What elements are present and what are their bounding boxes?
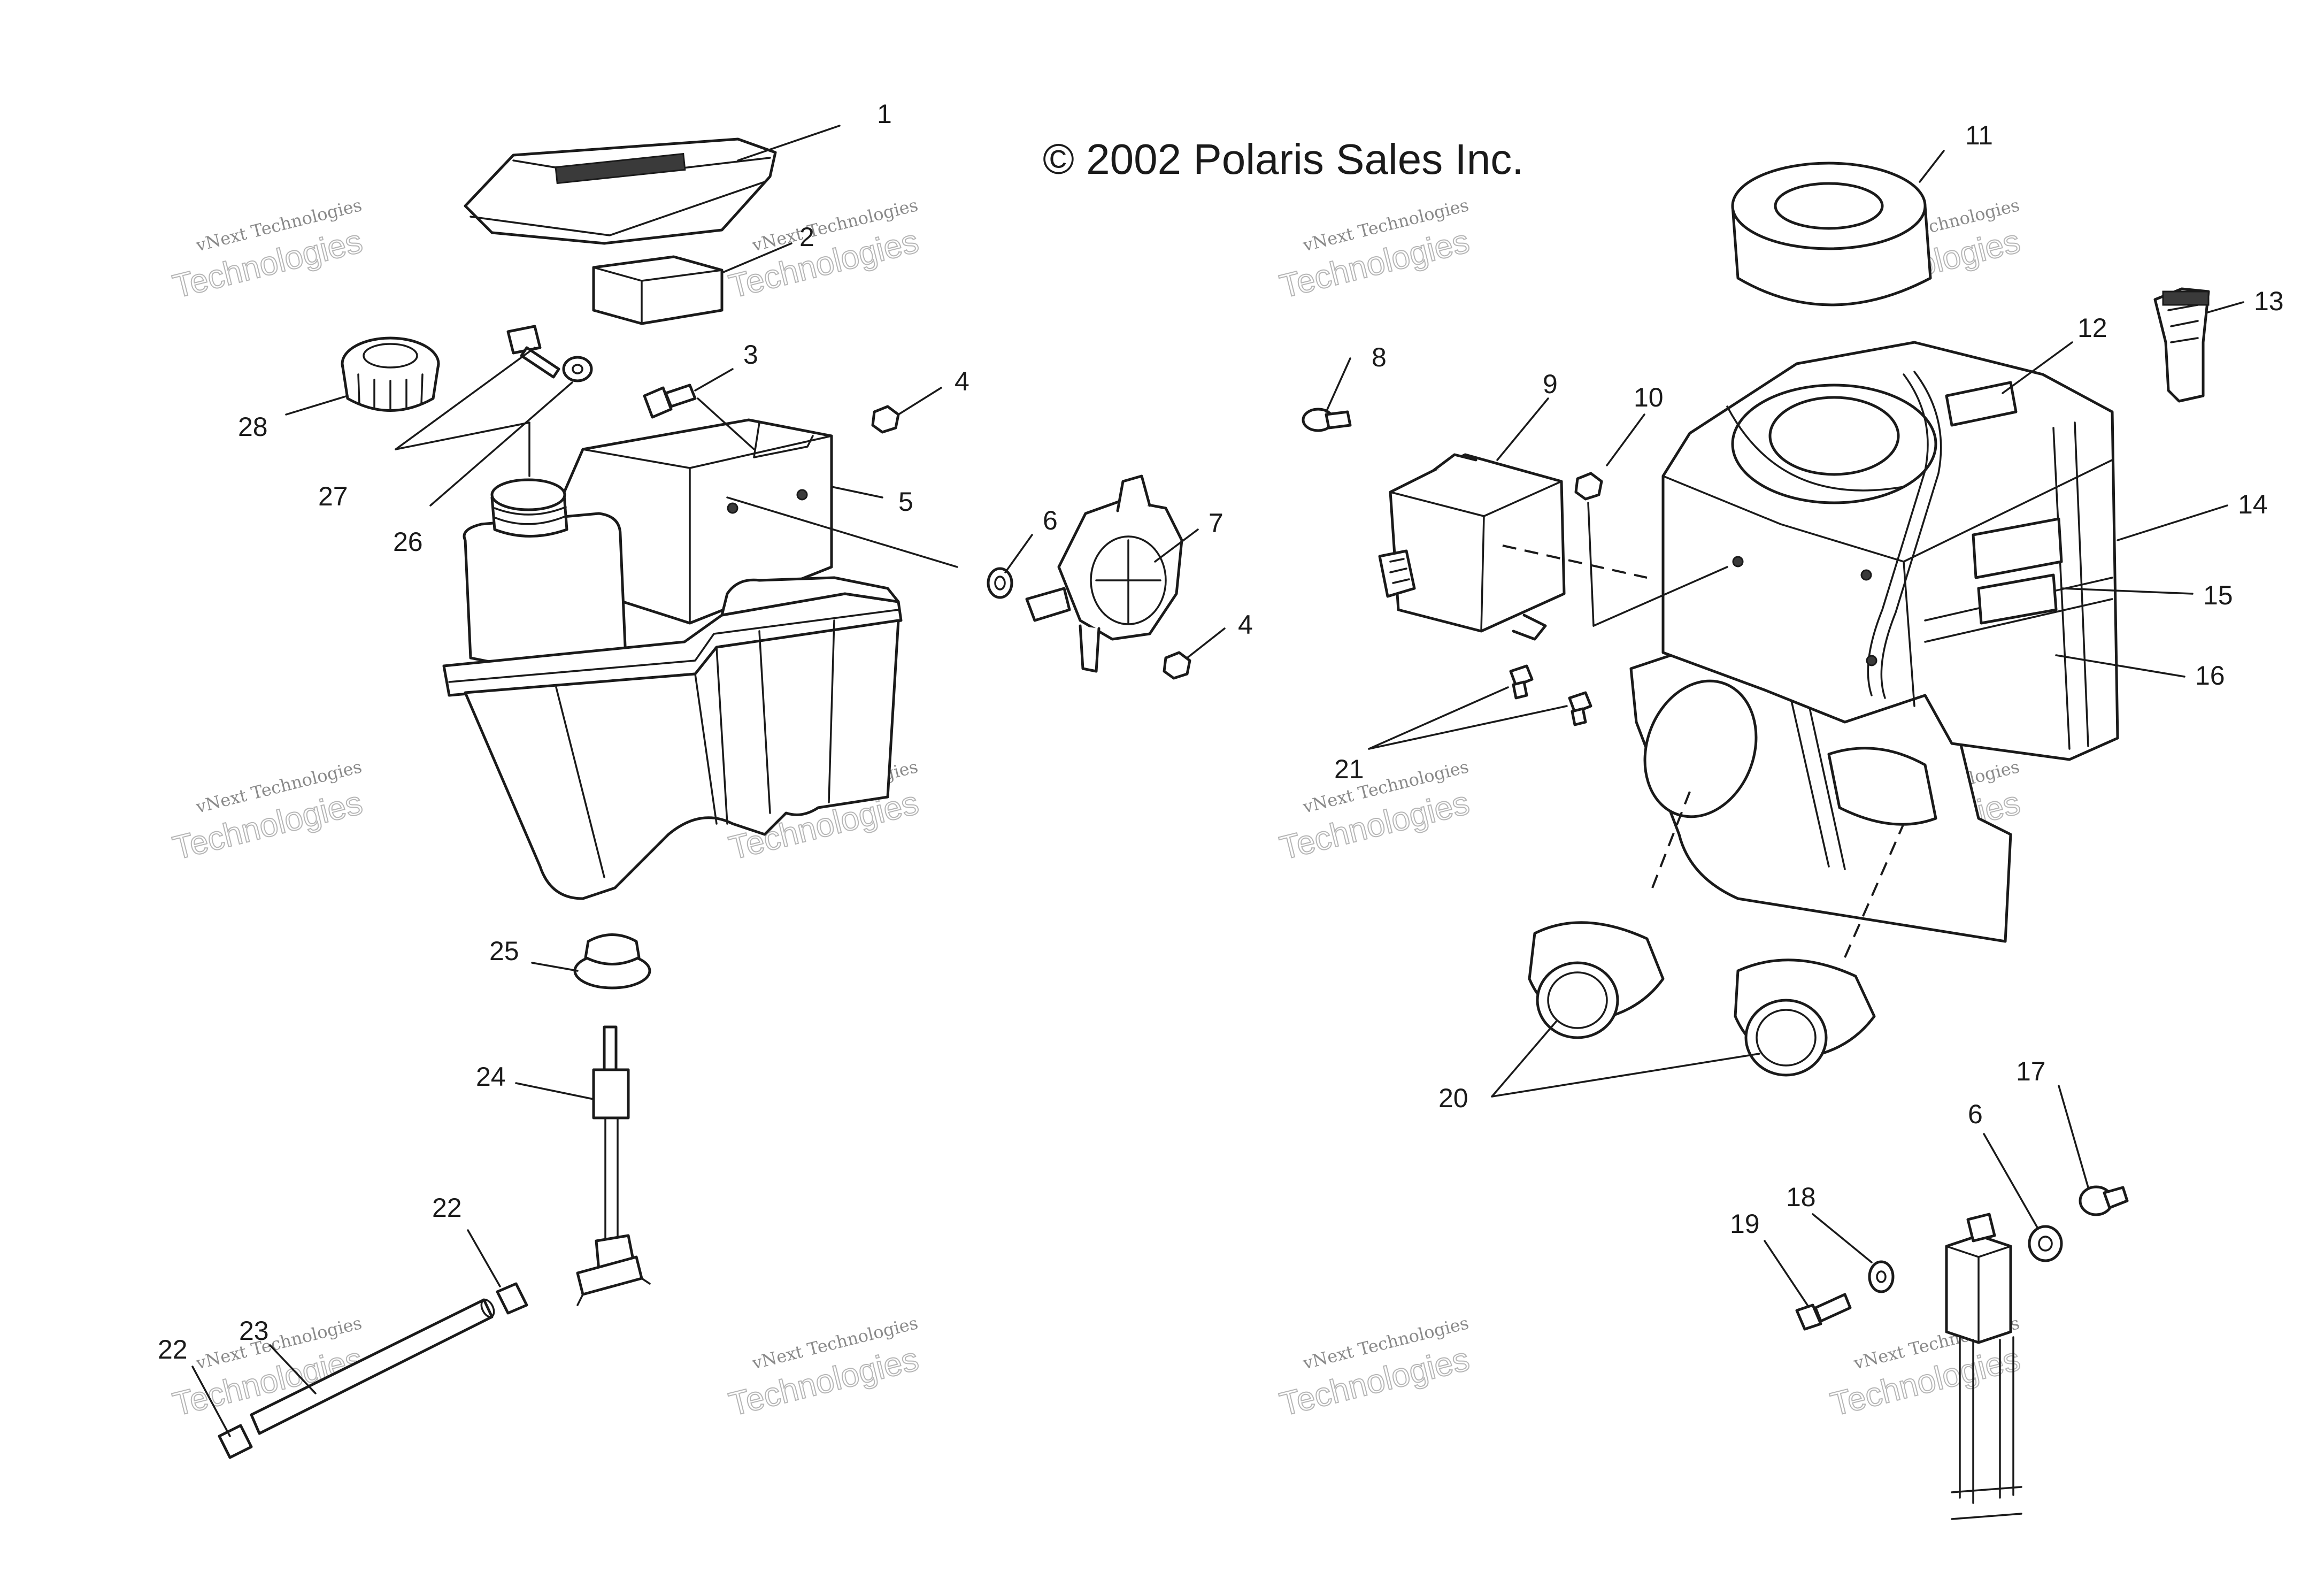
callout-16: 16 xyxy=(2195,661,2225,691)
callout-7: 7 xyxy=(1209,508,1223,538)
copyright-text: © 2002 Polaris Sales Inc. xyxy=(1043,135,1523,183)
part-21-fitting-right xyxy=(1568,691,1592,726)
callout-12: 12 xyxy=(2077,313,2107,343)
watermark-11: vNext Technologies Technologies xyxy=(1276,1313,1474,1424)
part-22-sleeve-left xyxy=(218,1424,253,1459)
callout-4-lower: 4 xyxy=(1238,610,1253,640)
watermark-1: vNext Technologies Technologies xyxy=(169,195,367,306)
callout-4-upper: 4 xyxy=(955,366,969,396)
part-2-foam-block xyxy=(592,255,724,325)
part-5-oil-tank-bracket xyxy=(555,418,833,625)
part-26-washer xyxy=(562,356,593,382)
callout-17: 17 xyxy=(2016,1056,2046,1086)
callout-22-left: 22 xyxy=(158,1335,188,1364)
callout-10: 10 xyxy=(1634,382,1664,412)
callout-21: 21 xyxy=(1334,754,1364,784)
oil-tank-body xyxy=(442,478,903,900)
ignition-coil xyxy=(1945,1213,2022,1520)
callout-22-right: 22 xyxy=(432,1193,462,1223)
part-9-cdi-module xyxy=(1378,453,1566,641)
part-17-bolt xyxy=(2079,1185,2129,1216)
callout-23: 23 xyxy=(239,1316,269,1346)
callout-labels: 1 2 3 4 5 6 7 4 28 27 26 25 24 22 23 22 … xyxy=(158,99,2284,1364)
part-20-intake-boot-left xyxy=(1528,921,1665,1039)
callout-9: 9 xyxy=(1543,369,1558,399)
watermark-10: vNext Technologies Technologies xyxy=(725,1313,923,1424)
part-27-bolt xyxy=(506,325,560,379)
callout-15: 15 xyxy=(2203,580,2233,610)
callout-28: 28 xyxy=(238,412,268,442)
part-24-level-sender xyxy=(576,1025,651,1306)
part-21-fitting-left xyxy=(1509,664,1534,700)
callout-11: 11 xyxy=(1965,120,1993,150)
watermark-5: vNext Technologies Technologies xyxy=(169,756,367,868)
part-4-nut-upper xyxy=(871,405,900,434)
callout-6-upper: 6 xyxy=(1043,505,1058,535)
alignment-dashes xyxy=(1502,545,1905,958)
part-18-washer xyxy=(1868,1260,1895,1293)
part-25-plug xyxy=(573,933,651,990)
part-23-hose xyxy=(250,1298,495,1435)
callout-24: 24 xyxy=(476,1062,506,1092)
callout-25: 25 xyxy=(489,936,519,966)
callout-13: 13 xyxy=(2254,286,2284,316)
part-3-bolt xyxy=(643,384,697,419)
watermark-2: vNext Technologies Technologies xyxy=(725,195,923,306)
callout-3: 3 xyxy=(743,340,758,370)
part-28-filler-cap xyxy=(341,336,440,412)
callout-26: 26 xyxy=(393,527,423,557)
part-19-bolt xyxy=(1795,1293,1852,1331)
part-6-grommet-lower xyxy=(2028,1225,2063,1262)
callout-1: 1 xyxy=(877,99,892,129)
callout-14: 14 xyxy=(2238,489,2268,519)
callout-5: 5 xyxy=(898,487,913,517)
callout-18: 18 xyxy=(1786,1182,1816,1212)
leader-lines xyxy=(191,125,2244,1437)
airbox-assembly xyxy=(1629,341,2119,943)
part-22-sleeve-right xyxy=(496,1282,528,1315)
part-13-clip xyxy=(2153,287,2210,403)
part-7-oil-pump xyxy=(1025,474,1183,673)
part-20-intake-boot-right xyxy=(1734,958,1876,1077)
part-10-nut xyxy=(1574,472,1603,501)
part-8-screw xyxy=(1302,408,1352,432)
part-4-nut-lower xyxy=(1163,651,1191,680)
part-1-tank-cover xyxy=(464,137,777,245)
part-11-foam-ring xyxy=(1731,162,1932,306)
callout-20: 20 xyxy=(1438,1083,1468,1113)
part-6-grommet-upper xyxy=(987,567,1013,599)
watermark-7: vNext Technologies Technologies xyxy=(1276,756,1474,868)
callout-27: 27 xyxy=(318,481,348,511)
callout-2: 2 xyxy=(799,222,814,252)
callout-8: 8 xyxy=(1372,342,1387,372)
watermark-3: vNext Technologies Technologies xyxy=(1276,195,1474,306)
callout-19: 19 xyxy=(1730,1209,1760,1239)
callout-6-lower: 6 xyxy=(1968,1099,1983,1129)
